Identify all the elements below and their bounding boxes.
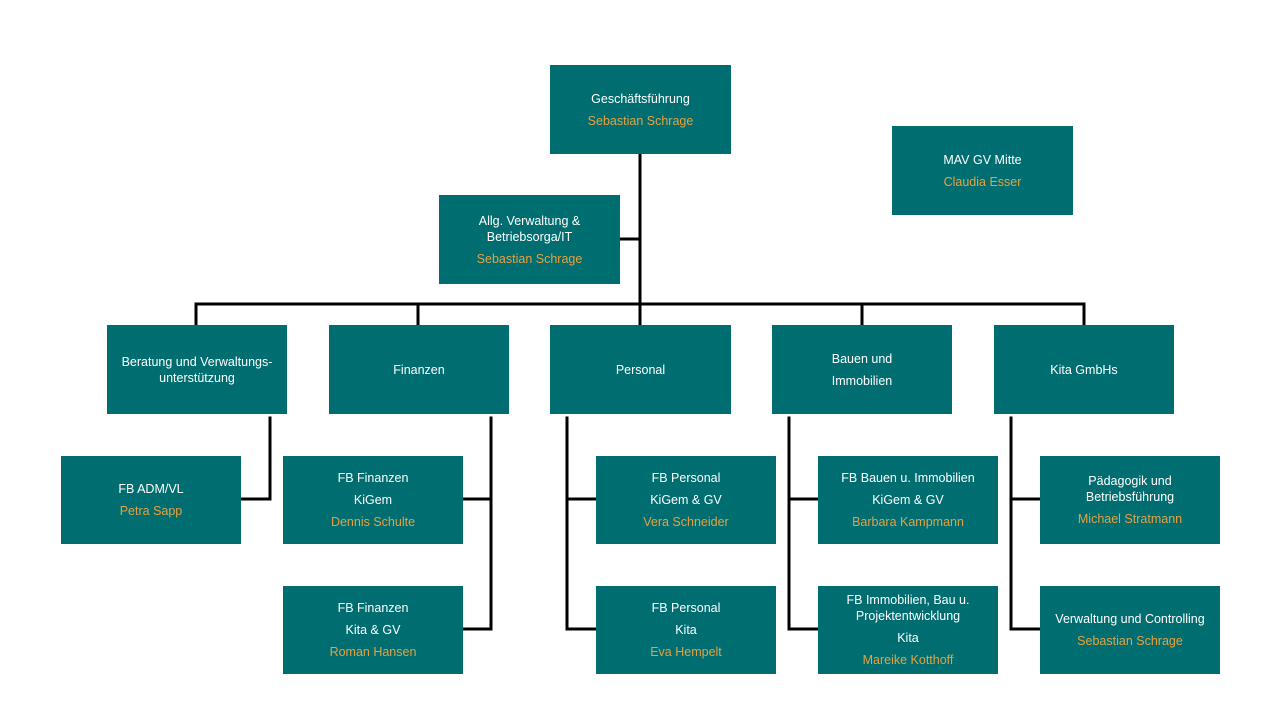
node-person-name: Vera Schneider	[643, 515, 729, 529]
node-label-line: Kita	[675, 623, 697, 637]
node-label-line: Finanzen	[393, 362, 445, 377]
node-fb-adm-vl: FB ADM/VL Petra Sapp	[61, 456, 241, 544]
node-label-line: FB Bauen u. Immobilien	[841, 471, 975, 485]
node-person-name: Sebastian Schrage	[476, 251, 583, 266]
node-label-line: FB ADM/VL	[118, 482, 184, 496]
node-label-line: KiGem & GV	[872, 493, 944, 507]
node-person-name: Mareike Kotthoff	[862, 653, 954, 667]
node-person-name: Claudia Esser	[943, 174, 1022, 189]
node-personal: Personal	[550, 325, 731, 414]
node-label-line: Kita & GV	[345, 623, 401, 637]
node-person-name: Eva Hempelt	[650, 645, 722, 659]
node-label-line: Beratung und Verwaltungs-	[121, 354, 273, 369]
node-kita-gmbhs: Kita GmbHs	[994, 325, 1174, 414]
node-label-line: Kita GmbHs	[1050, 362, 1118, 377]
node-label-line: Betriebsorga/IT	[486, 229, 573, 244]
node-label-line: FB Finanzen	[337, 601, 409, 615]
node-label-line: FB Finanzen	[337, 471, 409, 485]
node-label-line: Bauen und	[831, 351, 893, 366]
node-label-line: unterstützung	[159, 370, 235, 385]
node-person-name: Michael Stratmann	[1077, 512, 1183, 526]
node-finanzen: Finanzen	[329, 325, 509, 414]
node-label-line: KiGem	[353, 493, 393, 507]
node-label-line: FB Immobilien, Bau u.	[846, 593, 970, 607]
node-person-name: Roman Hansen	[329, 645, 417, 659]
node-allg-verwaltung: Allg. Verwaltung &Betriebsorga/IT Sebasti…	[439, 195, 620, 284]
node-label-line: Personal	[615, 362, 666, 377]
node-label-line: MAV GV Mitte	[943, 152, 1022, 167]
node-label-line: FB Personal	[651, 601, 721, 615]
node-label-line: Geschäftsführung	[591, 91, 690, 106]
node-label-line: Immobilien	[831, 373, 893, 388]
node-label-line: Verwaltung und Controlling	[1055, 612, 1205, 626]
node-person-name: Sebastian Schrage	[587, 113, 694, 128]
node-label-line: Allg. Verwaltung &	[478, 213, 581, 228]
node-label-line: KiGem & GV	[650, 493, 722, 507]
node-label-line: Pädagogik und Betriebsführung	[1085, 474, 1175, 504]
node-person-name: Dennis Schulte	[330, 515, 416, 529]
node-label-line: Kita	[897, 631, 919, 645]
node-beratung: Beratung und Verwaltungs-unterstützung	[107, 325, 287, 414]
node-person-name: Sebastian Schrage	[1077, 634, 1183, 648]
node-person-name: Barbara Kampmann	[852, 515, 964, 529]
node-label-line: Projektentwicklung	[855, 609, 961, 623]
node-person-name: Petra Sapp	[119, 504, 183, 518]
node-label-line: FB Personal	[651, 471, 721, 485]
